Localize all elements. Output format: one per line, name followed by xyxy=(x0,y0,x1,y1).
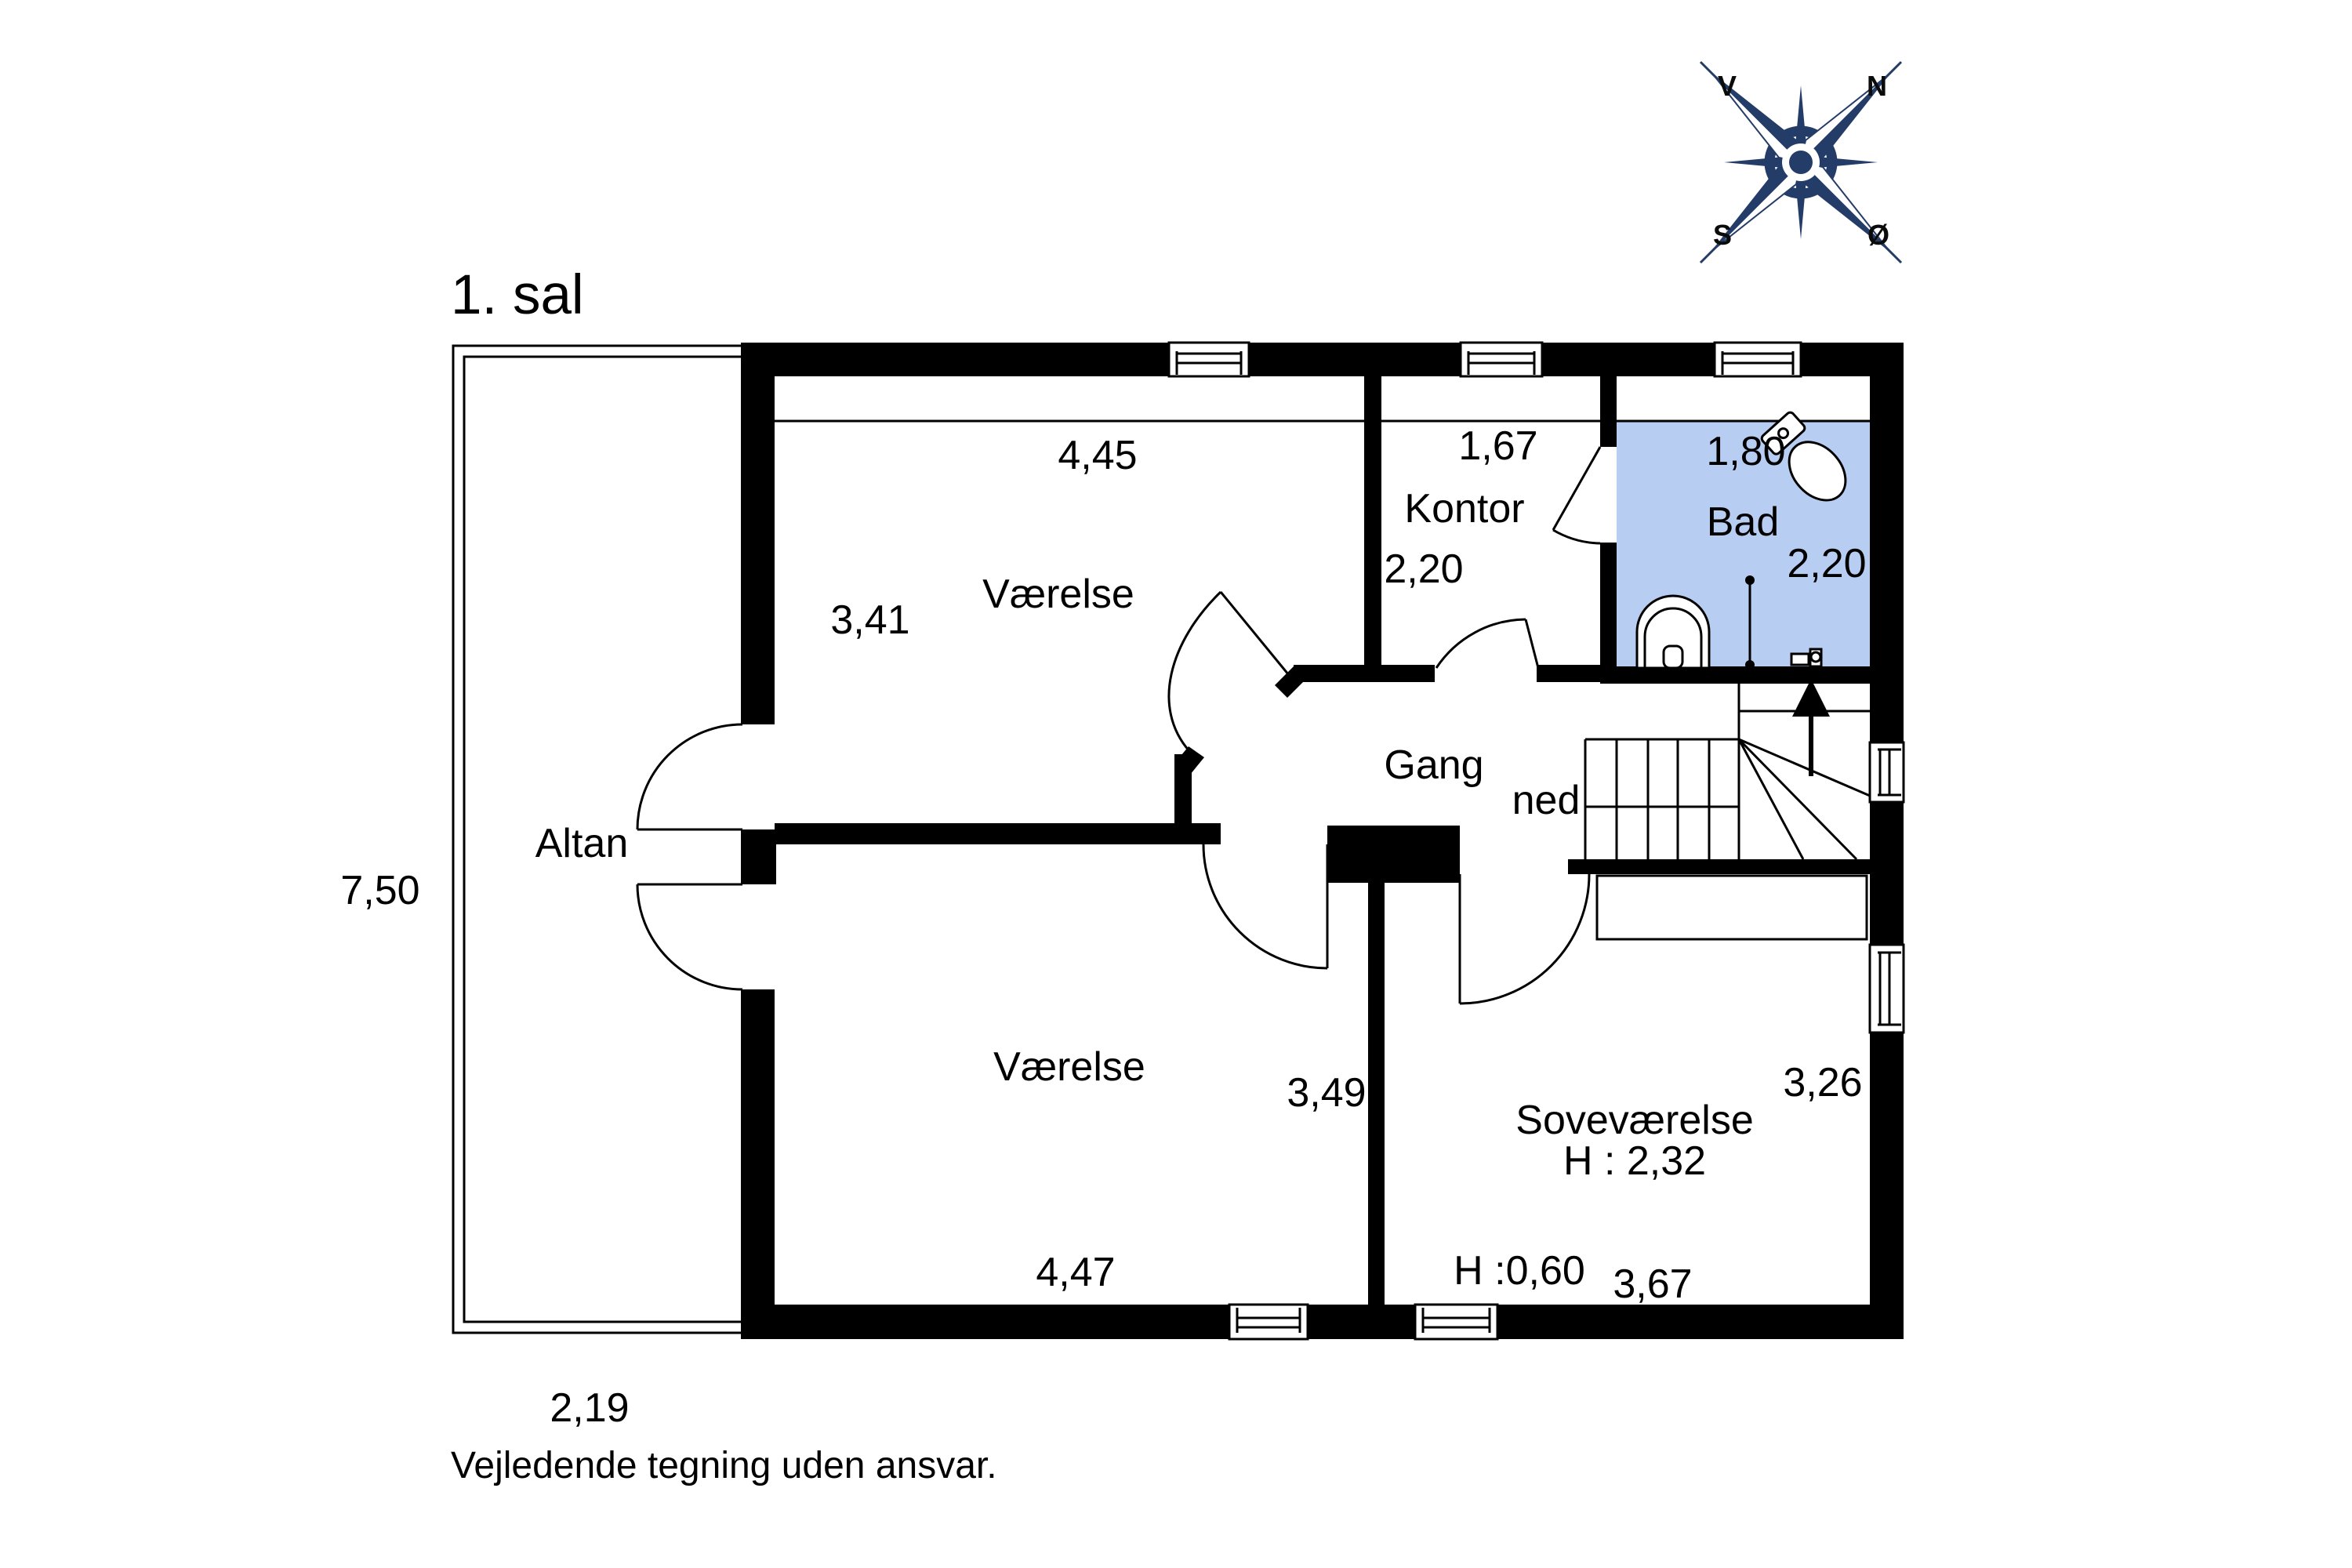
dim-room-top-depth: 3,41 xyxy=(830,597,909,643)
compass-ring xyxy=(1764,125,1838,199)
walls xyxy=(741,343,1904,1339)
wall-office-west xyxy=(1364,376,1381,682)
staircase xyxy=(1584,679,1871,941)
room-label-office: Kontor xyxy=(1404,486,1524,532)
wall-left-upper xyxy=(741,343,775,724)
room-label-bath: Bad xyxy=(1707,499,1780,545)
room-label-room-bottom: Værelse xyxy=(993,1044,1145,1090)
windows xyxy=(1167,341,1905,1341)
wall-top xyxy=(741,343,1904,376)
dim-bedroom-width: 3,67 xyxy=(1613,1261,1692,1307)
office-door xyxy=(1435,618,1540,669)
balcony-door-lower xyxy=(636,883,743,991)
compass-long-points xyxy=(1713,74,1889,250)
window-icon xyxy=(1868,741,1905,804)
shower-rail-icon xyxy=(1745,575,1755,670)
dim-office-depth: 2,20 xyxy=(1384,546,1463,592)
compass-west-label: V xyxy=(1718,70,1737,102)
wall-hall-jog-tip xyxy=(1174,746,1204,775)
window-icon xyxy=(1414,1303,1499,1341)
room-bottom-door xyxy=(1202,844,1329,970)
window-icon xyxy=(1167,341,1250,378)
dim-bedroom-kneewall: H :0,60 xyxy=(1454,1248,1585,1294)
dim-balcony-width: 2,19 xyxy=(550,1385,629,1431)
dim-bedroom-depth: 3,26 xyxy=(1783,1060,1862,1105)
bedroom-door xyxy=(1458,873,1591,1005)
wall-office-south-a xyxy=(1294,665,1435,682)
window-icon xyxy=(1228,1303,1309,1341)
wall-hall-south-block xyxy=(1327,826,1460,883)
dim-office-width: 1,67 xyxy=(1458,423,1537,469)
room-label-bedroom: Soveværelse xyxy=(1515,1098,1753,1143)
room-top-door xyxy=(1167,590,1294,752)
room-label-hallway: Gang xyxy=(1384,742,1483,788)
room-label-balcony: Altan xyxy=(535,821,629,866)
wall-bath-south xyxy=(1600,666,1870,684)
plan-labels: 4,45 1,67 1,80 Kontor Bad 2,20 2,20 Være… xyxy=(340,423,1866,1431)
dim-bath-depth: 2,20 xyxy=(1787,541,1866,586)
wall-bath-west-lower xyxy=(1600,543,1617,666)
compass-hub xyxy=(1789,151,1813,174)
bath-door xyxy=(1552,446,1602,545)
wall-bath-west-upper xyxy=(1600,376,1617,447)
wall-left-lower xyxy=(741,989,775,1339)
room-label-room-top: Værelse xyxy=(982,572,1134,617)
wall-office-south-end xyxy=(1275,665,1308,698)
wall-bedroom-west xyxy=(1368,883,1385,1305)
dim-bedroom-ceiling: H : 2,32 xyxy=(1563,1138,1706,1184)
balcony-door-upper xyxy=(636,723,743,831)
dim-room-top-width: 4,45 xyxy=(1058,433,1137,478)
faucet-icon xyxy=(1790,648,1823,668)
bathroom-fixtures xyxy=(1635,411,1847,670)
toilet-icon xyxy=(1760,411,1847,502)
stairs-direction-label: ned xyxy=(1512,778,1581,823)
window-icon xyxy=(1868,943,1905,1034)
dim-room-bottom-width: 4,47 xyxy=(1036,1250,1115,1295)
doors xyxy=(636,446,1602,1005)
wall-office-south-b xyxy=(1537,665,1600,682)
disclaimer-text: Vejledende tegning uden ansvar. xyxy=(451,1445,997,1486)
wall-left-stub xyxy=(741,829,776,884)
compass-north-label: N xyxy=(1867,70,1887,102)
wall-right xyxy=(1870,343,1904,1339)
compass-rose: V N S Ø xyxy=(1699,60,1903,264)
balcony-outline xyxy=(452,344,741,1334)
compass-east-label: Ø xyxy=(1867,219,1889,251)
dim-room-bottom-depth: 3,49 xyxy=(1287,1070,1366,1116)
window-icon xyxy=(1713,341,1802,378)
window-icon xyxy=(1459,341,1544,378)
sink-icon xyxy=(1635,594,1711,670)
dim-balcony-depth: 7,50 xyxy=(340,868,419,913)
dim-bath-width: 1,80 xyxy=(1706,429,1785,474)
page-title: 1. sal xyxy=(451,264,584,326)
wall-bottom xyxy=(741,1305,1904,1339)
stairs-up-arrow-icon xyxy=(1792,679,1830,776)
compass-south-label: S xyxy=(1713,219,1732,251)
wall-stairs-south xyxy=(1568,859,1871,874)
wall-room-top-south xyxy=(775,823,1221,844)
